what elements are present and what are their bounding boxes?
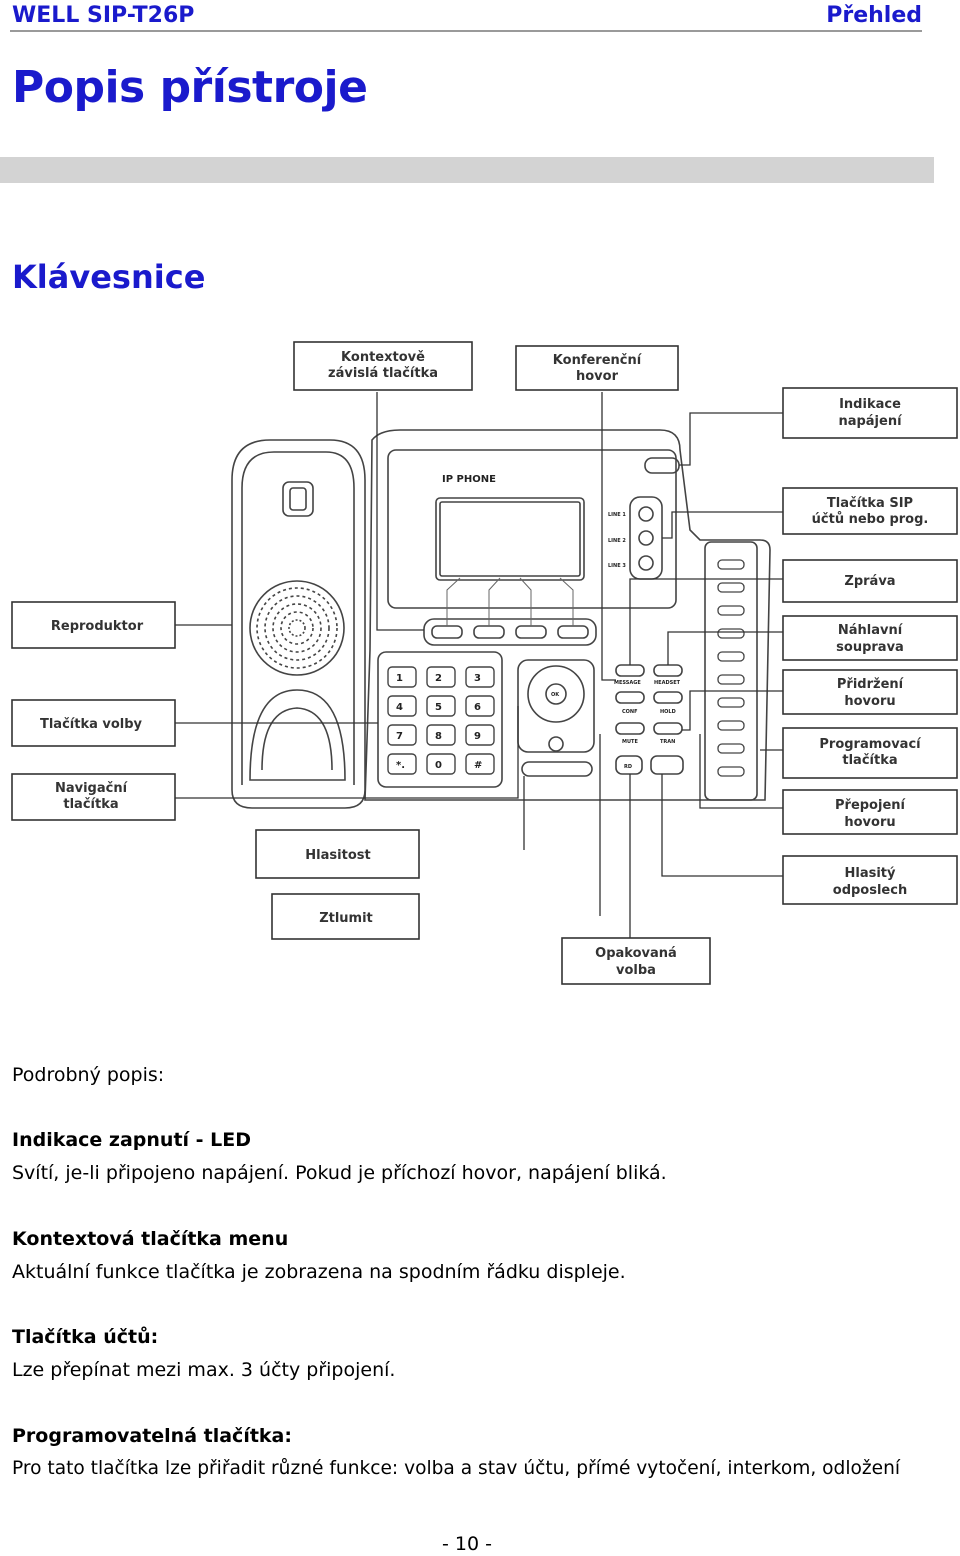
key-4: 4 bbox=[396, 702, 403, 713]
key-2: 2 bbox=[435, 673, 442, 684]
key-8: 8 bbox=[435, 731, 442, 742]
key-3: 3 bbox=[474, 673, 481, 684]
label-headset-2: souprava bbox=[836, 640, 904, 655]
phone-brand: IP PHONE bbox=[442, 474, 496, 485]
label-programmable-2: tlačítka bbox=[842, 753, 897, 768]
label-redial-1: Opakovaná bbox=[595, 946, 677, 961]
func-conf: CONF bbox=[622, 709, 638, 715]
func-hold: HOLD bbox=[660, 709, 676, 715]
func-tran: TRAN bbox=[660, 739, 675, 745]
label-mute: Ztlumit bbox=[319, 911, 373, 926]
item-text-context-keys: Aktuální funkce tlačítka je zobrazena na… bbox=[12, 1261, 626, 1283]
label-headset-1: Náhlavní bbox=[838, 623, 904, 638]
label-conference-2: hovor bbox=[576, 369, 619, 384]
item-heading-power-led: Indikace zapnutí - LED bbox=[12, 1129, 252, 1151]
label-dial-keys: Tlačítka volby bbox=[40, 717, 143, 732]
label-nav-1: Navigační bbox=[55, 781, 129, 796]
line-3-label: LINE 3 bbox=[608, 563, 626, 569]
key-5: 5 bbox=[435, 702, 442, 713]
label-volume: Hlasitost bbox=[305, 848, 370, 863]
section-title: Klávesnice bbox=[12, 258, 206, 296]
label-sip-2: účtů nebo prog. bbox=[812, 512, 929, 527]
label-speaker: Reproduktor bbox=[51, 619, 144, 634]
item-text-power-led: Svítí, je-li připojeno napájení. Pokud j… bbox=[12, 1162, 667, 1184]
page-title: Popis přístroje bbox=[12, 62, 368, 113]
label-message: Zpráva bbox=[844, 574, 895, 589]
rd-key-label: RD bbox=[624, 764, 632, 770]
func-message: MESSAGE bbox=[614, 680, 641, 686]
header-title: WELL SIP-T26P bbox=[12, 3, 195, 28]
intro-text: Podrobný popis: bbox=[12, 1064, 165, 1086]
line-2-label: LINE 2 bbox=[608, 538, 626, 544]
header-section: Přehled bbox=[826, 3, 922, 28]
title-band bbox=[0, 157, 934, 183]
label-power-1: Indikace bbox=[839, 397, 901, 412]
label-redial-2: volba bbox=[616, 963, 656, 978]
key-7: 7 bbox=[396, 731, 403, 742]
label-hold-2: hovoru bbox=[844, 694, 895, 709]
label-programmable-1: Programovací bbox=[819, 737, 922, 752]
label-sip-1: Tlačítka SIP bbox=[827, 496, 913, 511]
item-heading-programmable: Programovatelná tlačítka: bbox=[12, 1425, 292, 1447]
label-transfer-2: hovoru bbox=[844, 815, 895, 830]
key-6: 6 bbox=[474, 702, 481, 713]
label-conference-1: Konferenční bbox=[553, 353, 643, 368]
item-heading-account-keys: Tlačítka účtů: bbox=[12, 1326, 159, 1348]
label-hold-1: Přidržení bbox=[837, 677, 905, 692]
func-mute: MUTE bbox=[622, 739, 638, 745]
label-context-keys-1: Kontextově bbox=[341, 350, 425, 365]
nav-ok-label: OK bbox=[551, 692, 560, 698]
phone-diagram: 1 2 3 4 5 6 7 8 9 *. 0 # OK RD MESSAGE H… bbox=[11, 341, 958, 985]
key-9: 9 bbox=[474, 731, 481, 742]
item-text-programmable: Pro tato tlačítka lze přiřadit různé fun… bbox=[12, 1458, 901, 1479]
item-heading-context-keys: Kontextová tlačítka menu bbox=[12, 1228, 289, 1250]
label-power-2: napájení bbox=[838, 414, 903, 429]
label-speakerphone-2: odposlech bbox=[833, 883, 907, 898]
label-nav-2: tlačítka bbox=[63, 797, 118, 812]
line-1-label: LINE 1 bbox=[608, 512, 626, 518]
key-1: 1 bbox=[396, 673, 403, 684]
key-0: 0 bbox=[435, 760, 442, 771]
key-hash: # bbox=[474, 760, 482, 771]
page-number: - 10 - bbox=[442, 1533, 492, 1555]
label-context-keys-2: závislá tlačítka bbox=[328, 366, 438, 381]
key-star: *. bbox=[396, 760, 405, 771]
label-speakerphone-1: Hlasitý bbox=[845, 866, 897, 881]
func-headset: HEADSET bbox=[654, 680, 681, 686]
label-transfer-1: Přepojení bbox=[835, 798, 907, 813]
item-text-account-keys: Lze přepínat mezi max. 3 účty připojení. bbox=[12, 1359, 396, 1381]
header-rule bbox=[10, 30, 922, 32]
